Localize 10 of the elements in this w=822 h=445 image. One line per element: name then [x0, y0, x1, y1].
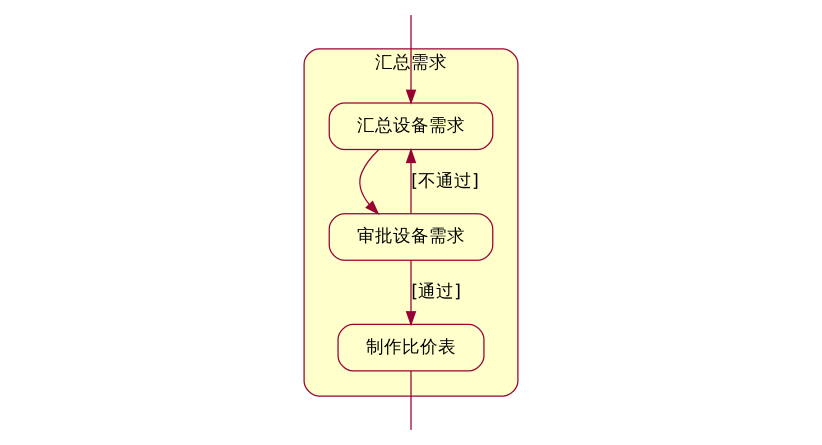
arrow [406, 148, 416, 214]
edge-label: [通过] [411, 282, 462, 302]
edge-label: [不通过] [411, 171, 479, 192]
node-box: 审批设备需求 [328, 213, 494, 261]
arrow [406, 260, 416, 326]
node-box: 制作比价表 [337, 324, 485, 372]
arrow [406, 15, 416, 105]
arrow [359, 149, 380, 215]
connector [410, 371, 412, 430]
node-box: 汇总设备需求 [328, 102, 494, 150]
